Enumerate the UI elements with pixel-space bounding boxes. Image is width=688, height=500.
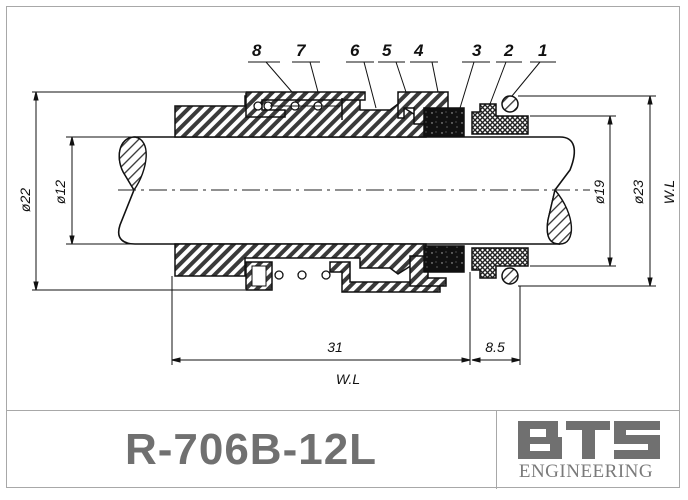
seal-upper-half [174,91,529,138]
dim-left-outer: ø22 [17,188,33,212]
part-number-labels: 8 7 6 5 4 3 2 1 [252,41,547,60]
seal-lower-half [174,243,529,293]
bts-logo-mark [518,421,660,459]
title-block: R-706B-12L ENGINEERING [6,410,680,489]
part-label-7: 7 [296,41,307,60]
part-label-4: 4 [413,41,424,60]
seal-cross-section-drawing: 8 7 6 5 4 3 2 1 ø22 ø12 [17,41,677,387]
bts-logo: ENGINEERING [506,417,676,485]
logo-subtitle: ENGINEERING [518,461,654,482]
dim-seat: 8.5 [485,339,505,355]
title-divider [496,411,497,489]
dim-right-wl: W.L [661,180,677,204]
dim-left-inner: ø12 [52,180,68,204]
part-label-2: 2 [503,41,514,60]
dim-length: 31 [327,339,343,355]
dimension-lines [32,91,656,365]
part-leaders [248,61,556,109]
part-label-3: 3 [472,41,482,60]
part-label-8: 8 [252,41,262,60]
part-label-6: 6 [350,41,360,60]
part-label-5: 5 [382,41,392,60]
dim-right-inner: ø19 [591,180,607,204]
dim-right-outer: ø23 [630,180,646,204]
part-label-1: 1 [538,41,547,60]
drawing-frame [6,6,680,488]
model-number: R-706B-12L [124,425,378,474]
dim-bottom-wl: W.L [336,371,360,387]
